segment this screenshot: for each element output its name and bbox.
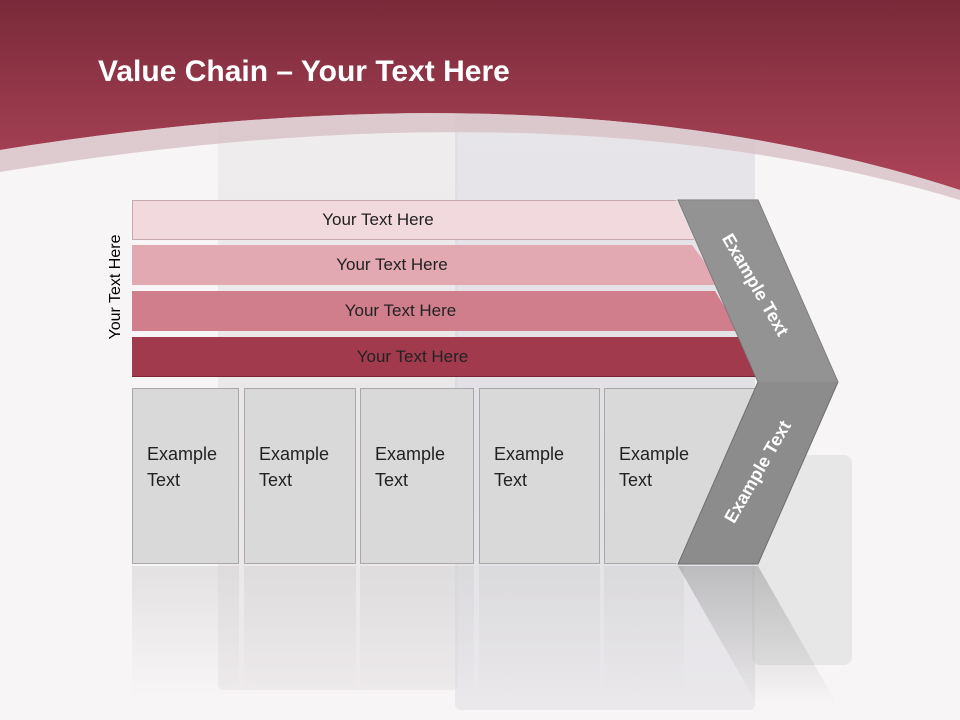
side-label: Your Text Here [107,234,124,340]
box-1-line-2: Text [147,470,181,490]
box-4-line-2: Text [494,470,528,490]
activity-box-2: Example Text [244,388,356,564]
bar-1: Your Text Here [132,200,694,240]
box-1-line-1: Example [147,444,218,464]
box-5-line-1: Example [619,444,690,464]
box-3-line-1: Example [375,444,446,464]
activity-box-3: Example Text [360,388,474,564]
bar-2-label: Your Text Here [336,255,448,274]
title-bold: Value Chain [98,55,269,88]
title-rest: – Your Text Here [268,55,510,88]
box-2-line-1: Example [259,444,330,464]
bar-3: Your Text Here [132,291,739,331]
bar-3-label: Your Text Here [344,301,457,320]
activity-box-4: Example Text [479,388,600,564]
bar-4: Your Text Here [132,337,763,377]
bar-4-label: Your Text Here [356,346,469,366]
box-3-line-2: Text [375,470,409,490]
header-banner [0,0,960,200]
box-2-line-2: Text [259,470,293,490]
page-title: Value Chain – Your Text Here [98,55,510,89]
bar-1-label: Your Text Here [322,210,434,229]
box-5-line-2: Text [619,470,653,490]
bar-2: Your Text Here [132,245,722,285]
activity-box-1: Example Text [132,388,239,564]
box-4-line-1: Example [494,444,565,464]
value-chain-chevron [677,199,839,565]
